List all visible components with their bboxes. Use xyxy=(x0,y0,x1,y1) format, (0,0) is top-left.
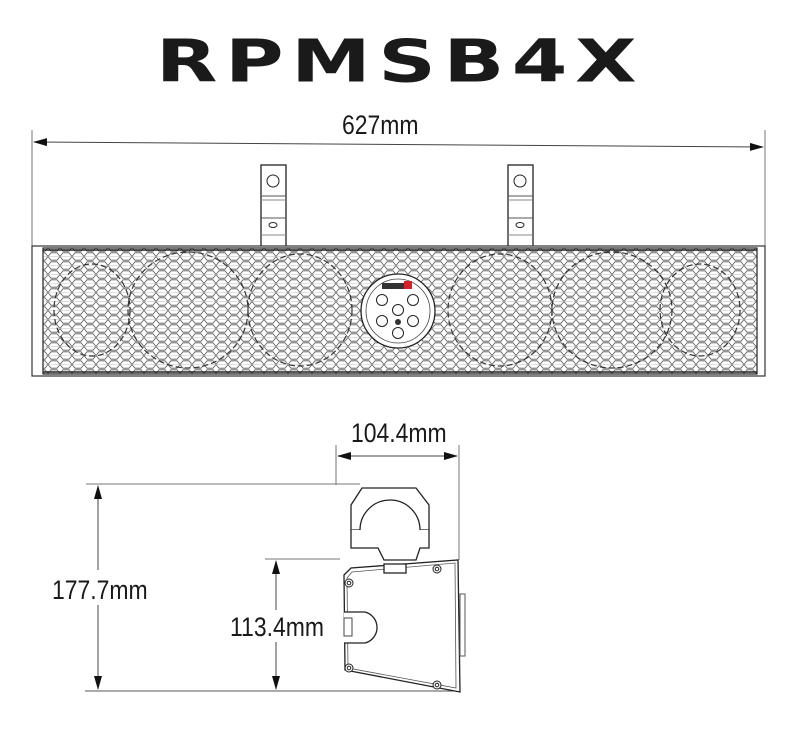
mount-clamp-right xyxy=(507,164,534,248)
depth-dimension xyxy=(335,445,460,560)
mount-clamp-left xyxy=(260,164,287,248)
overall-width-dimension xyxy=(31,130,766,250)
overall-height-label: 177.7mm xyxy=(52,575,148,605)
body-height-label: 113.4mm xyxy=(230,612,324,642)
overall-width-label: 627mm xyxy=(342,110,419,140)
mode-button-icon xyxy=(392,304,404,316)
overall-height-dimension xyxy=(85,483,460,692)
depth-label: 104.4mm xyxy=(351,418,447,448)
next-button-icon xyxy=(407,294,419,306)
side-view xyxy=(343,487,466,693)
speaker-grille-circles xyxy=(53,251,741,369)
speaker-bar-front xyxy=(31,245,766,377)
bluetooth-icon xyxy=(395,319,401,325)
product-title: RPMSB4X xyxy=(155,27,645,97)
power-button-icon xyxy=(392,327,404,339)
prev-button-icon xyxy=(376,294,388,306)
minus-button-icon xyxy=(376,315,388,327)
plus-button-icon xyxy=(407,315,419,327)
body-height-dimension xyxy=(265,558,340,690)
screw-icons xyxy=(344,564,442,690)
brand-logo-icon xyxy=(382,281,412,289)
control-panel xyxy=(360,273,436,349)
